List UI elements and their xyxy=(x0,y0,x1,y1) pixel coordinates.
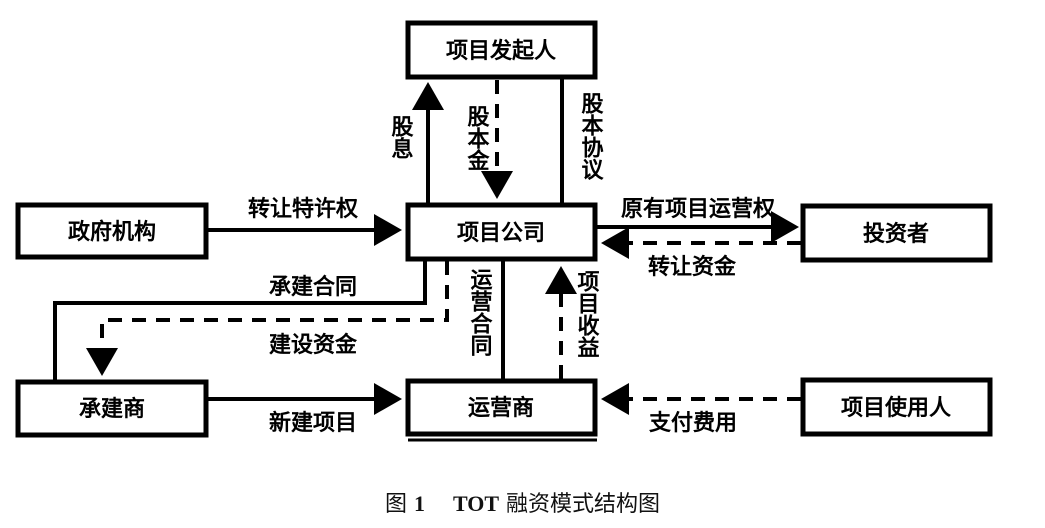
edge-transfer-franchise-label: 转让特许权 xyxy=(248,196,359,222)
node-company-label: 项目公司 xyxy=(457,221,545,246)
node-sponsor-label: 项目发起人 xyxy=(446,38,556,64)
edge-payment-label: 支付费用 xyxy=(649,411,737,436)
figure-caption: 图 1 TOT 融资模式结构图 xyxy=(0,486,1045,518)
edge-new-project: 新建项目 xyxy=(208,383,402,436)
caption-title: 融资模式结构图 xyxy=(506,492,661,517)
node-operator: 运营商 xyxy=(405,378,598,442)
edge-payment: 支付费用 xyxy=(601,383,801,436)
node-investor: 投资者 xyxy=(800,203,993,263)
node-investor-label: 投资者 xyxy=(863,222,929,247)
caption-fig-number: 1 xyxy=(413,491,425,516)
edge-new-project-label: 新建项目 xyxy=(269,410,357,436)
edge-project-revenue: 项目收益 xyxy=(545,266,600,379)
edge-project-revenue-label: 项目收益 xyxy=(574,270,600,358)
edge-transfer-franchise: 转让特许权 xyxy=(208,196,402,246)
node-user-label: 项目使用人 xyxy=(841,396,951,421)
node-contractor-label: 承建商 xyxy=(79,396,145,422)
edge-equity-capital-label: 股本金 xyxy=(464,105,491,171)
node-operator-label: 运营商 xyxy=(468,395,534,421)
node-company: 项目公司 xyxy=(405,202,598,262)
tot-structure-diagram: 项目发起人 项目公司 政府机构 投资者 承建商 运营商 项目使用人 股息 股本金… xyxy=(15,20,993,442)
edge-dividend-label: 股息 xyxy=(388,115,414,159)
node-contractor: 承建商 xyxy=(15,379,209,438)
edge-equity-agreement-label: 股本协议 xyxy=(578,92,604,181)
edge-operation-contract-label: 运营合同 xyxy=(467,268,493,357)
edge-construction-contract: 承建合同 xyxy=(53,261,427,380)
edge-transfer-funds: 转让资金 xyxy=(601,227,801,280)
caption-fig-label: 图 xyxy=(384,492,407,517)
caption-acronym: TOT xyxy=(452,491,500,516)
node-sponsor: 项目发起人 xyxy=(405,20,598,80)
edge-operation-right-label: 原有项目运营权 xyxy=(621,196,776,222)
node-government: 政府机构 xyxy=(15,202,209,260)
edge-construction-funds-label: 建设资金 xyxy=(269,332,358,358)
edge-operation-contract: 运营合同 xyxy=(467,261,505,379)
edge-construction-contract-label: 承建合同 xyxy=(269,274,357,300)
node-government-label: 政府机构 xyxy=(68,219,156,245)
edge-equity-agreement: 股本协议 xyxy=(560,79,604,203)
node-user: 项目使用人 xyxy=(800,377,993,437)
edge-dividend: 股息 xyxy=(388,82,444,203)
edge-construction-funds: 建设资金 xyxy=(86,261,449,376)
edge-equity-capital: 股本金 xyxy=(464,80,513,199)
edge-transfer-funds-label: 转让资金 xyxy=(648,254,737,280)
edge-operation-right: 原有项目运营权 xyxy=(597,196,799,243)
